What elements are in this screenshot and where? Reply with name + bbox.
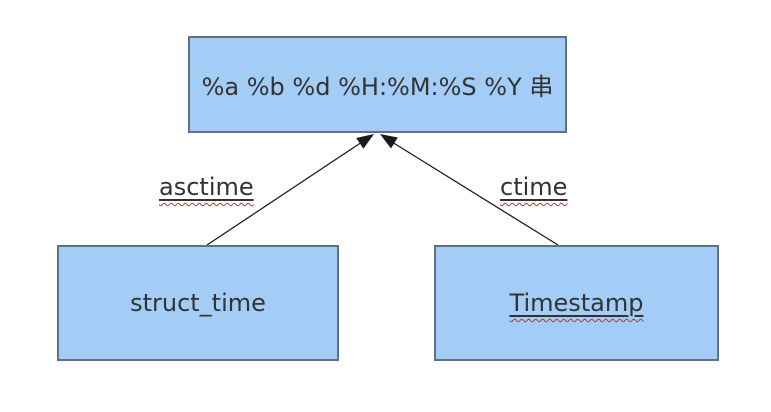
node-format-string: %a %b %d %H:%M:%S %Y 串 <box>188 36 567 133</box>
edge-label-asctime: asctime <box>159 173 254 201</box>
edge-label-ctime: ctime <box>500 173 567 201</box>
spellcheck-squiggle: Timestamp <box>510 289 644 317</box>
spellcheck-squiggle: asctime <box>159 173 254 201</box>
node-struct-time: struct_time <box>57 245 339 361</box>
spellcheck-squiggle: ctime <box>500 173 567 201</box>
arrowhead-icon <box>380 134 398 149</box>
node-format-string-label: %a %b %d %H:%M:%S %Y 串 <box>201 73 554 101</box>
node-struct-time-label: struct_time <box>130 289 266 317</box>
arrowhead-icon <box>356 134 374 149</box>
node-timestamp-label: Timestamp <box>509 289 644 317</box>
node-timestamp: Timestamp <box>434 245 719 361</box>
edge-label-ctime-text: ctime <box>500 173 568 201</box>
asctime-arrow <box>206 134 374 246</box>
edge-label-asctime-text: asctime <box>159 173 254 201</box>
ctime-arrow <box>380 134 559 246</box>
